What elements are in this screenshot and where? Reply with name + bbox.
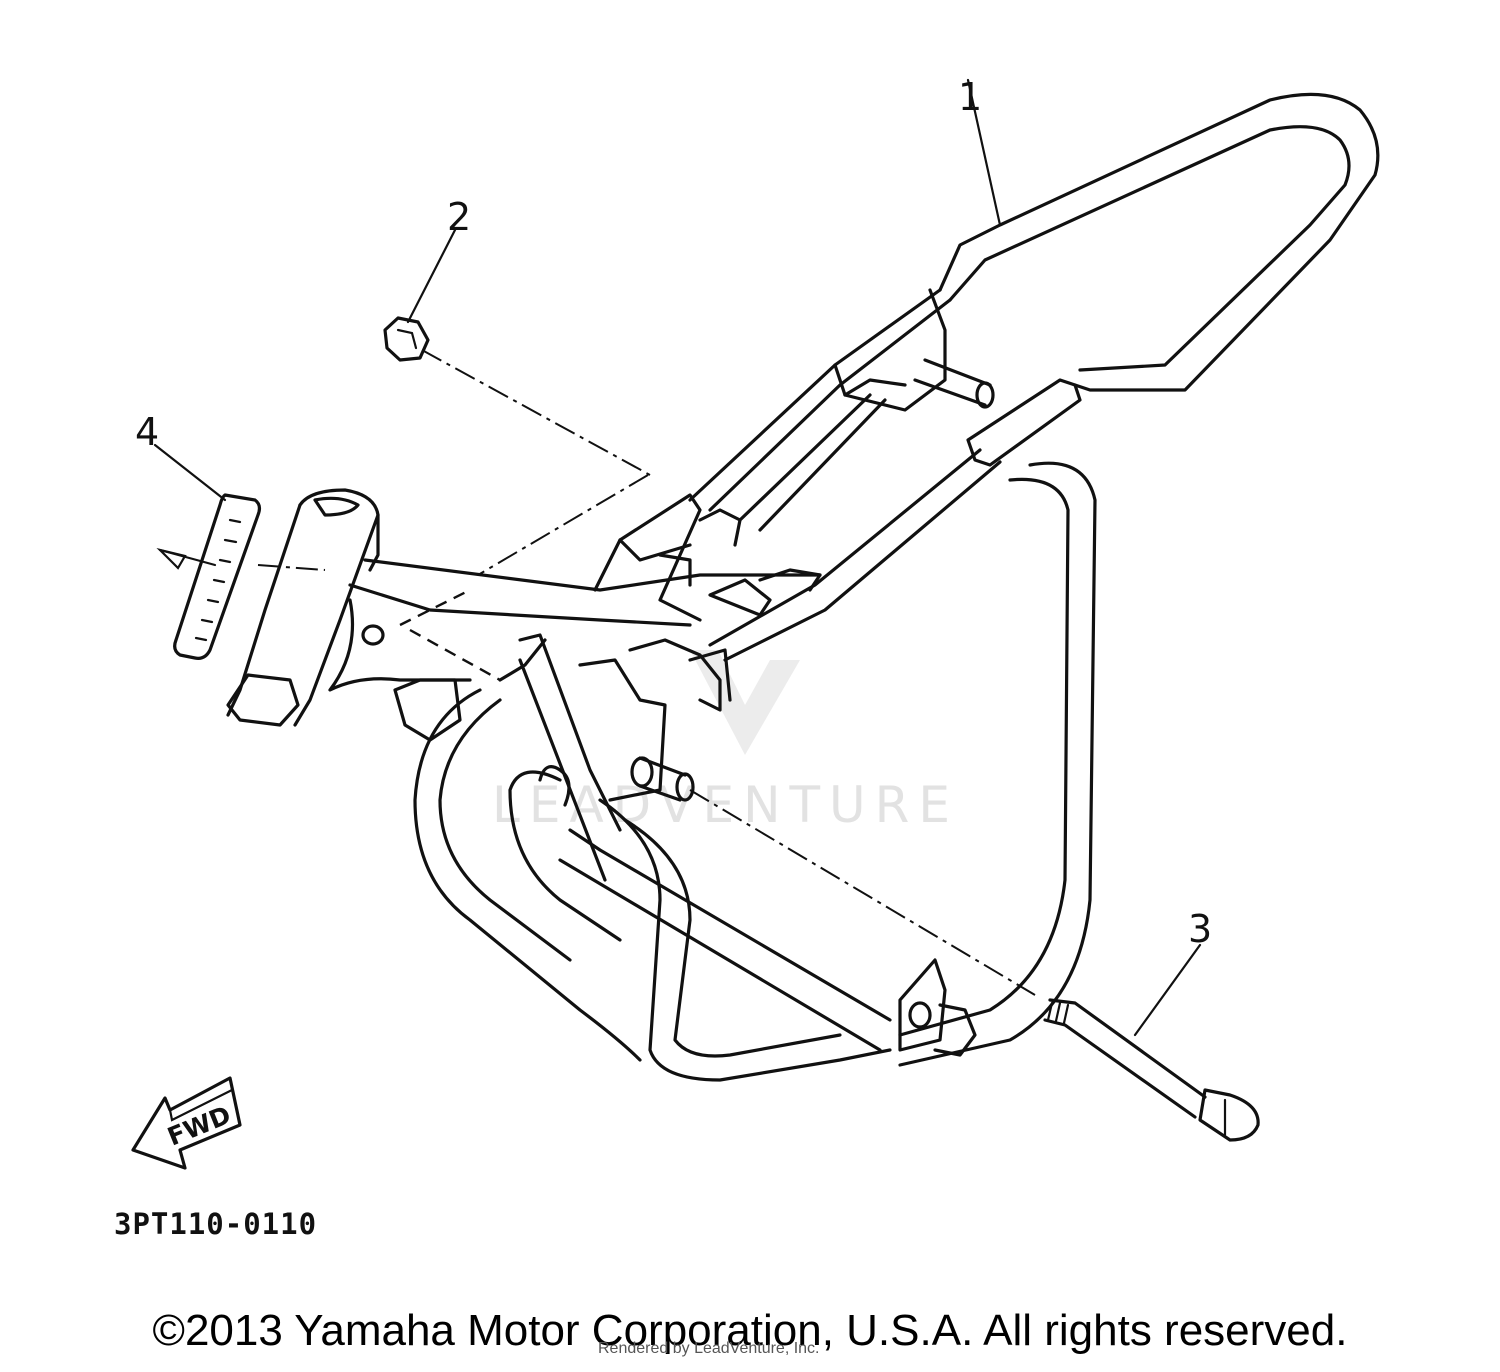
rear-frame (688, 92, 1380, 662)
part-code: 3PT110-0110 (114, 1207, 317, 1241)
copyright-notice: ©2013 Yamaha Motor Corporation, U.S.A. A… (152, 1306, 1348, 1355)
main-frame (226, 461, 1097, 1082)
callout-2-label: 2 (447, 195, 471, 239)
nut-part-2 (383, 316, 651, 576)
callout-1: 1 (958, 75, 1002, 227)
callout-4: 4 (135, 410, 227, 502)
rendered-by-credit: Rendered by LeadVenture, Inc. (598, 1340, 820, 1357)
bolt-part-3 (689, 789, 1260, 1142)
callout-1-label: 1 (958, 75, 982, 119)
plate-part-4 (156, 493, 326, 660)
callout-3: 3 (1133, 907, 1212, 1037)
callout-4-label: 4 (135, 410, 159, 454)
fwd-arrow: FWD (131, 1076, 242, 1170)
callout-3-label: 3 (1188, 907, 1212, 951)
watermark: LEADVENTURE (492, 650, 959, 834)
watermark-text: LEADVENTURE (492, 776, 959, 834)
callout-2: 2 (406, 195, 471, 324)
